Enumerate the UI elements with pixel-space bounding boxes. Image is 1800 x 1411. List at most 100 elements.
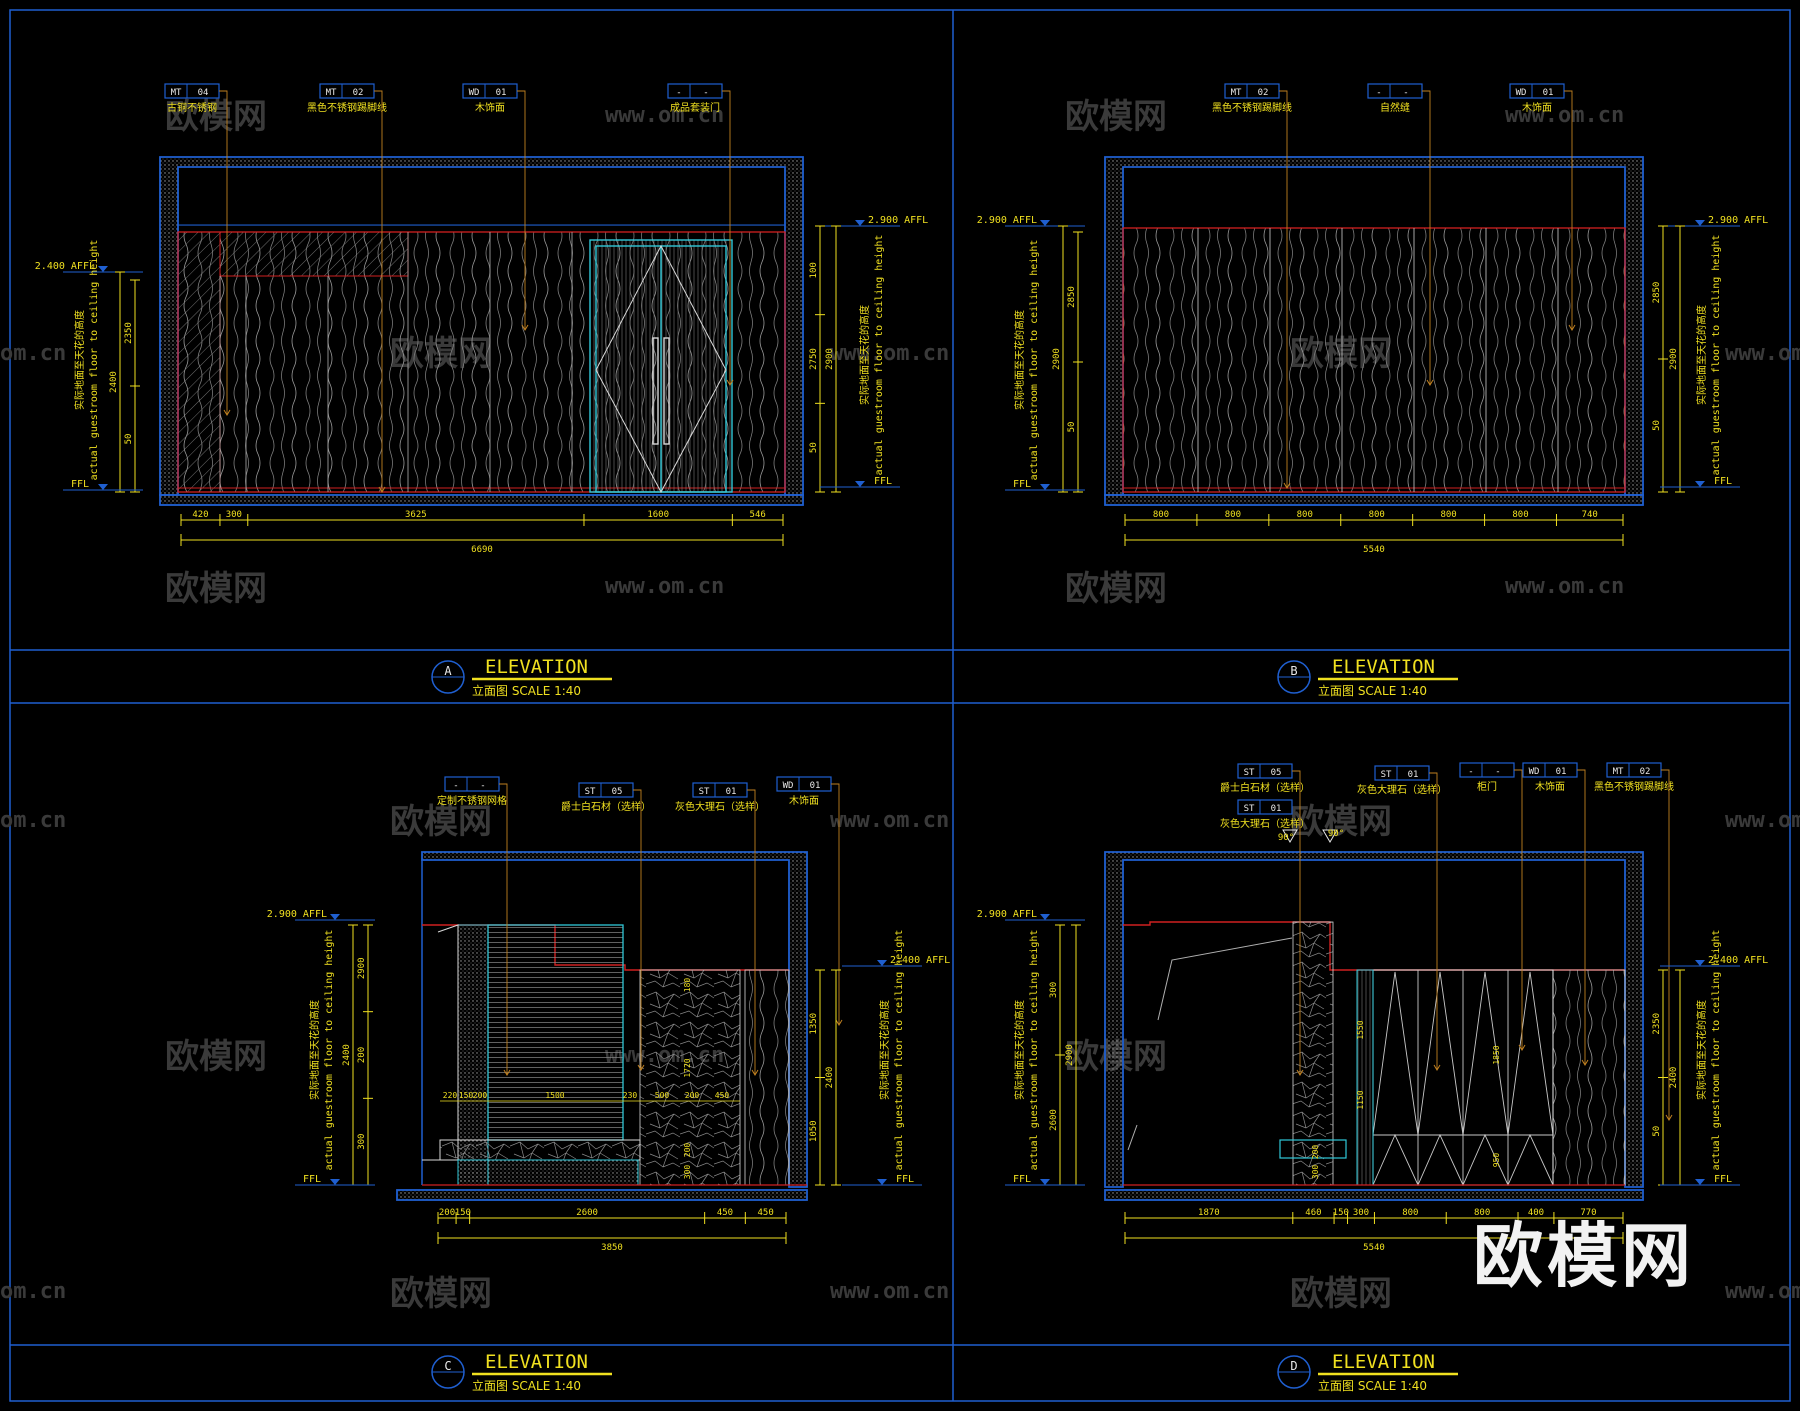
ffl-label: FFL <box>303 1174 321 1185</box>
leader-arrow <box>223 409 231 416</box>
view-title: ELEVATION <box>485 1351 588 1373</box>
dimension-label: 200 <box>357 1047 367 1063</box>
tag-code: WD <box>1516 88 1527 98</box>
side-board <box>1356 969 1374 1186</box>
leader-arrow <box>503 1069 511 1076</box>
watermark-url: www.om.cn <box>1505 574 1624 599</box>
leader-line <box>1564 90 1573 330</box>
dimension-label: 450 <box>758 1208 774 1218</box>
dimension-label: 400 <box>1528 1208 1544 1218</box>
height-note-cn: 实际地面至天花的高度 <box>1013 1000 1026 1100</box>
dimension-label: 50 <box>1067 422 1077 433</box>
dimension-label: 2350 <box>124 322 134 344</box>
tag-code: ST <box>1381 770 1392 780</box>
dimension-label: 2900 <box>357 957 367 979</box>
ffl-label: FFL <box>71 479 89 490</box>
angle-marker <box>1322 829 1338 843</box>
leader-arrow <box>751 1069 759 1076</box>
height-note-en: actual guestroom floor to ceiling height <box>1711 930 1722 1171</box>
level-label: 2.400 AFFL <box>890 955 950 966</box>
tag-label: 成品套装门 <box>670 101 720 114</box>
material-tag: --成品套装门 <box>667 83 734 386</box>
level-label: 2.400 AFFL <box>1708 955 1768 966</box>
dimension-total: 3850 <box>601 1243 623 1253</box>
leader-line <box>1422 90 1431 385</box>
angle-markers: 90°90° <box>1278 829 1344 843</box>
level-marker: 2.400 AFFL <box>1660 955 1768 967</box>
height-note-cn: 实际地面至天花的高度 <box>858 305 871 405</box>
tag-code: - <box>1468 767 1473 777</box>
dimension-label: 2400 <box>342 1044 352 1066</box>
ffl-marker: FFL <box>1660 476 1740 488</box>
leader-line <box>722 90 731 385</box>
dimension-label: 150 <box>1333 1208 1349 1218</box>
skirting <box>1122 487 1626 493</box>
watermark-url: www.om.cn <box>1505 103 1624 128</box>
level-triangle <box>1040 484 1050 490</box>
leader-arrow <box>1581 1059 1589 1066</box>
stainless-grid <box>487 924 624 1141</box>
dimension-label: 2400 <box>1669 1067 1679 1089</box>
material-tag: --定制不锈钢网格 <box>437 776 511 1076</box>
inner-dimension-label: 220 <box>443 1091 458 1100</box>
dimension-label: 300 <box>1353 1208 1369 1218</box>
tag-number: 02 <box>353 88 364 98</box>
inner-dimension-label: 200 <box>473 1091 488 1100</box>
ffl-marker: FFL <box>820 476 900 488</box>
marble-panel <box>639 969 741 1186</box>
watermark-logo: 欧模网 <box>390 802 492 842</box>
level-triangle <box>1695 960 1705 966</box>
leader-arrow <box>726 379 734 386</box>
inner-dimension-label: 300 <box>1311 1165 1320 1180</box>
leader-arrow <box>835 1019 843 1026</box>
leader-arrow <box>1426 379 1434 386</box>
dimension-label: 2600 <box>576 1208 598 1218</box>
tag-label: 黑色不锈钢踢脚线 <box>1212 101 1292 114</box>
tag-number: - <box>1495 767 1500 777</box>
dimension-label: 2850 <box>1067 286 1077 308</box>
view-subtitle: 立面图 SCALE 1:40 <box>1318 1378 1427 1393</box>
view-title: ELEVATION <box>1332 1351 1435 1373</box>
dimension-label: 300 <box>357 1134 367 1150</box>
elevation-b <box>1104 156 1644 506</box>
inner-dimension-label: 500 <box>655 1091 670 1100</box>
watermark-logo: 欧模网 <box>1065 97 1167 137</box>
tag-label: 爵士白石材（选样） <box>561 800 651 813</box>
dimension-label: 150 <box>455 1208 471 1218</box>
vdim-left: 2900 <box>1052 225 1068 493</box>
watermark-logo: 欧模网 <box>165 1037 267 1077</box>
inner-dimension-label: 450 <box>715 1091 730 1100</box>
ffl-marker: FFL <box>1005 1174 1085 1186</box>
tag-number: 02 <box>1258 88 1269 98</box>
tag-code: WD <box>1529 767 1540 777</box>
inner-dimension-label: 1150 <box>1356 1090 1365 1109</box>
tag-label: 柜门 <box>1477 780 1497 793</box>
dimension-label: 2900 <box>1052 348 1062 370</box>
watermark-url: www.om.cn <box>830 1279 949 1304</box>
ffl-label: FFL <box>874 476 892 487</box>
watermark-url: www.om.cn <box>830 808 949 833</box>
ffl-label: FFL <box>1714 1174 1732 1185</box>
om-logo-watermark: 欧模网 <box>1473 1215 1695 1297</box>
tag-label: 黑色不锈钢踢脚线 <box>307 101 387 114</box>
view-letter: A <box>444 664 452 678</box>
level-marker: 2.900 AFFL <box>977 909 1085 921</box>
side-panel <box>422 924 459 1161</box>
dimension-label: 50 <box>124 434 134 445</box>
bench-base <box>457 1159 639 1186</box>
inner-dimension-label: 180 <box>683 978 692 993</box>
wall-section <box>159 156 804 506</box>
vdim-left: 2400 <box>342 924 358 1186</box>
height-note-cn: 实际地面至天花的高度 <box>1695 1000 1708 1100</box>
leader-arrow <box>1568 324 1576 331</box>
